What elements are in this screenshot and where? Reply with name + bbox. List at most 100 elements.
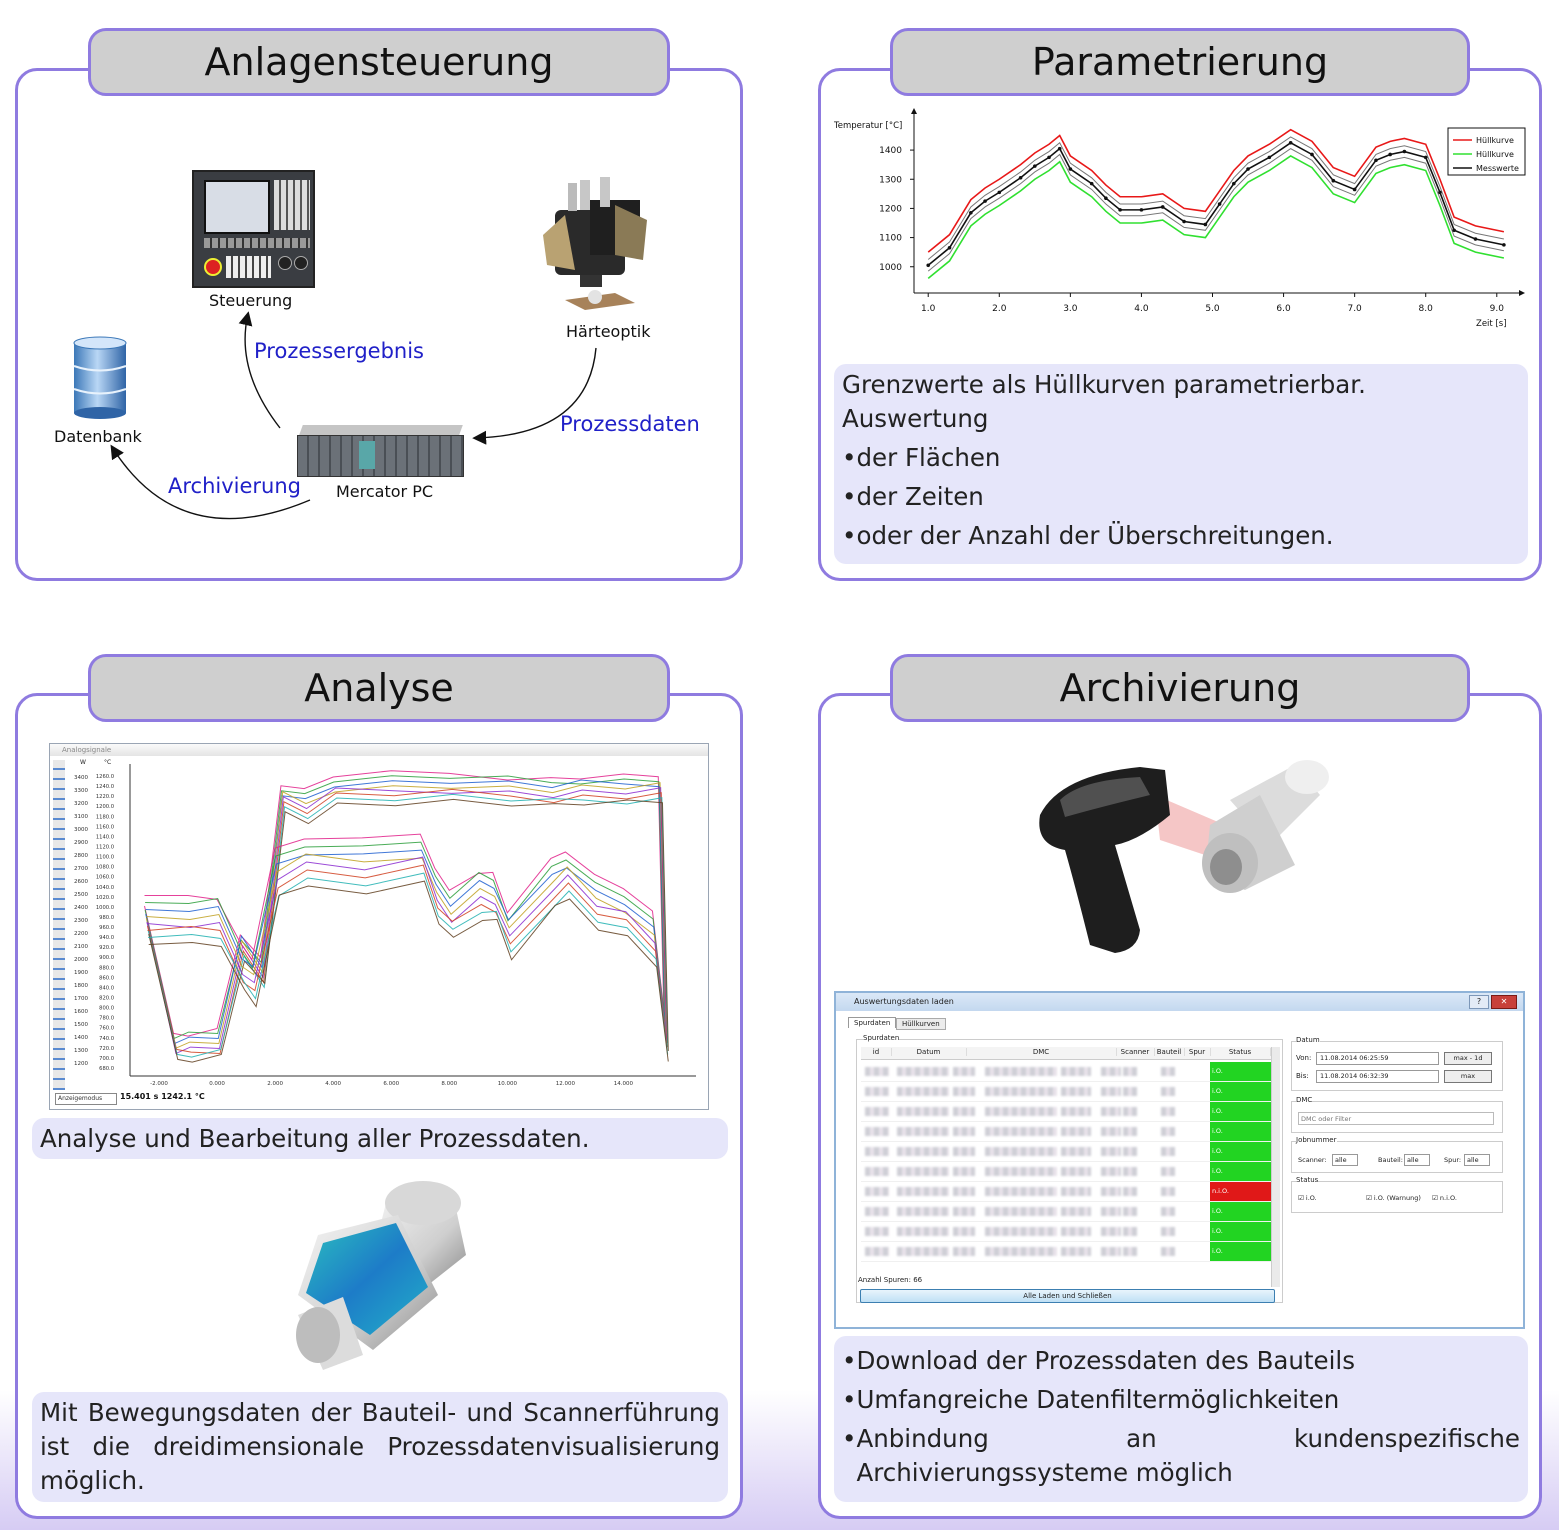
left-tick-label: 1500: [74, 1022, 88, 1028]
right-tick-label: 1240.0: [96, 784, 114, 790]
data-point: [1068, 167, 1073, 171]
x-tick-label: 6.000: [383, 1081, 399, 1087]
load-all-button[interactable]: Alle Laden und Schließen: [860, 1289, 1275, 1303]
table-row[interactable]: i.O.: [861, 1102, 1271, 1122]
blurred-cell: [1123, 1227, 1137, 1236]
blurred-cell: [1161, 1247, 1175, 1256]
table-row[interactable]: i.O.: [861, 1122, 1271, 1142]
blurred-cell: [985, 1087, 1057, 1096]
blurred-cell: [953, 1087, 975, 1096]
help-button[interactable]: ?: [1469, 995, 1489, 1009]
data-point: [1502, 243, 1506, 247]
bis-max-button[interactable]: max: [1444, 1070, 1492, 1083]
left-tick-label: 2000: [74, 957, 88, 963]
column-header[interactable]: id: [861, 1048, 892, 1056]
left-tick-label: 3400: [74, 775, 88, 781]
signal-trace: [144, 833, 665, 1013]
left-tick-label: 2600: [74, 879, 88, 885]
table-row[interactable]: i.O.: [861, 1162, 1271, 1182]
column-header[interactable]: Datum: [891, 1048, 967, 1056]
von-max-1d-button[interactable]: max - 1d: [1444, 1052, 1492, 1065]
data-point: [997, 190, 1002, 195]
data-point: [1139, 208, 1144, 212]
left-tick-label: 1200: [74, 1061, 88, 1067]
left-tick-label: 2200: [74, 931, 88, 937]
status-checkbox-nio[interactable]: ☑ n.i.O.: [1432, 1194, 1457, 1202]
analyse-mode-select[interactable]: Anzeigemodus: [55, 1093, 117, 1105]
right-tick-label: 1260.0: [96, 774, 114, 780]
status-checkbox-io[interactable]: ☑ i.O.: [1298, 1194, 1317, 1202]
blurred-cell: [1101, 1227, 1121, 1236]
legend-label: Hüllkurve: [1476, 150, 1514, 159]
table-row[interactable]: i.O.: [861, 1222, 1271, 1242]
data-point: [1288, 140, 1293, 145]
flow-label-archivierung: Archivierung: [168, 474, 301, 498]
table-scrollbar[interactable]: [1271, 1047, 1280, 1287]
tab-huellkurven[interactable]: Hüllkurven: [896, 1018, 946, 1030]
spur-select[interactable]: alle: [1464, 1154, 1490, 1166]
bullet-download: •Download der Prozessdaten des Bauteils: [842, 1346, 1355, 1375]
measurement-band-line: [927, 148, 1504, 272]
bis-date-input[interactable]: 11.08.2014 06:32:39: [1316, 1070, 1439, 1083]
column-header[interactable]: DMC: [966, 1048, 1117, 1056]
table-row[interactable]: i.O.: [861, 1242, 1271, 1262]
blurred-cell: [953, 1187, 975, 1196]
blurred-cell: [1101, 1127, 1121, 1136]
tab-spurdaten[interactable]: Spurdaten: [848, 1017, 897, 1028]
column-header[interactable]: Spur: [1184, 1048, 1211, 1056]
blurred-cell: [985, 1187, 1057, 1196]
table-row[interactable]: i.O.: [861, 1082, 1271, 1102]
left-tick-label: 1700: [74, 996, 88, 1002]
signal-trace: [148, 798, 669, 1063]
von-date-input[interactable]: 11.08.2014 06:25:59: [1316, 1052, 1439, 1065]
data-point: [1246, 167, 1250, 171]
panel-anlagensteuerung: [15, 68, 743, 581]
right-tick-label: 1040.0: [96, 885, 114, 891]
column-header[interactable]: Status: [1210, 1048, 1271, 1056]
blurred-cell: [865, 1067, 889, 1076]
blurred-cell: [897, 1147, 949, 1156]
blurred-cell: [865, 1187, 889, 1196]
x-tick-label: 0.000: [209, 1081, 225, 1087]
x-tick-label: 5.0: [1205, 304, 1220, 314]
right-tick-label: 720.0: [99, 1046, 114, 1052]
x-tick-label: 12.000: [556, 1081, 576, 1087]
y-axis-label: Temperatur [°C]: [833, 121, 902, 131]
column-header[interactable]: Bauteil: [1154, 1048, 1185, 1056]
right-unit: °C: [104, 759, 111, 766]
barcode-scanner-image: [1039, 760, 1329, 953]
status-checkbox-warnung[interactable]: ☑ i.O. (Warnung): [1366, 1194, 1421, 1202]
scanner-select[interactable]: alle: [1332, 1154, 1358, 1166]
blurred-cell: [1161, 1227, 1175, 1236]
bullet-zeiten: •der Zeiten: [842, 482, 984, 511]
table-row[interactable]: i.O.: [861, 1062, 1271, 1082]
column-header[interactable]: Scanner: [1116, 1048, 1155, 1056]
data-point: [1331, 178, 1336, 183]
label-steuerung: Steuerung: [209, 291, 293, 310]
data-point: [1033, 164, 1037, 168]
table-row[interactable]: n.i.O.: [861, 1182, 1271, 1202]
info-analyse-1: Analyse und Bearbeitung aller Prozessdat…: [32, 1118, 728, 1159]
blurred-cell: [865, 1247, 889, 1256]
flow-label-prozessdaten: Prozessdaten: [560, 412, 700, 436]
table-body: i.O.i.O.i.O.i.O.i.O.i.O.n.i.O.i.O.i.O.i.…: [861, 1060, 1271, 1290]
bauteil-select[interactable]: alle: [1404, 1154, 1430, 1166]
blurred-cell: [953, 1127, 975, 1136]
dmc-filter-input[interactable]: [1298, 1112, 1494, 1125]
close-button[interactable]: ✕: [1491, 995, 1517, 1009]
blurred-cell: [897, 1087, 949, 1096]
status-cell: i.O.: [1210, 1162, 1271, 1181]
data-point: [1374, 158, 1378, 163]
info-archivierung: •Download der Prozessdaten des Bauteils …: [834, 1336, 1528, 1502]
count-label: Anzahl Spuren: 66: [858, 1276, 923, 1284]
signal-trace: [145, 841, 666, 1020]
blurred-cell: [1161, 1067, 1175, 1076]
table-row[interactable]: i.O.: [861, 1202, 1271, 1222]
left-tick-label: 1600: [74, 1009, 88, 1015]
y-tick-label: 1000: [879, 263, 902, 273]
table-row[interactable]: i.O.: [861, 1142, 1271, 1162]
blurred-cell: [1101, 1147, 1121, 1156]
flow-arrows: [110, 311, 597, 520]
filter-jobnummer-group: Jobnummer Scanner: alle Bauteil: alle Sp…: [1291, 1136, 1503, 1173]
signal-trace: [146, 853, 667, 1034]
